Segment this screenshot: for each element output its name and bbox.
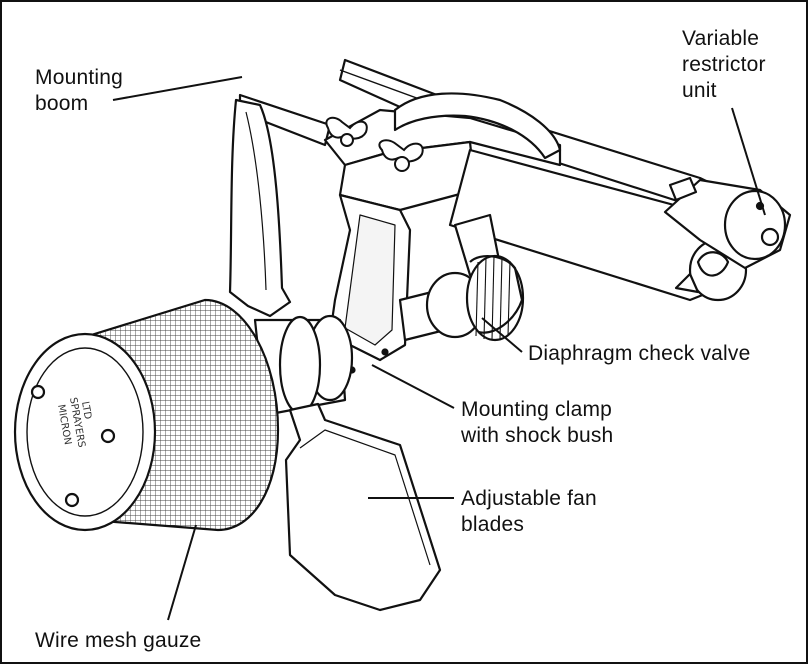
label-fan-blades-line-2: blades (461, 513, 525, 536)
label-check-valve-line-1: Diaphragm check valve (528, 342, 751, 365)
label-fan-blades-line-1: Adjustable fan (461, 487, 597, 510)
leader-restrictor (731, 107, 766, 216)
fan-blade-upper (228, 98, 292, 318)
label-mounting-boom-line-1: Mounting (35, 66, 123, 89)
fan-hub (253, 314, 354, 417)
restrictor-tube (448, 148, 792, 302)
label-mounting-boom: Mounting boom (35, 65, 123, 117)
leader-mounting-clamp (371, 364, 455, 409)
wing-nut-left-icon (325, 116, 368, 147)
label-adjustable-fan-blades: Adjustable fan blades (461, 486, 597, 538)
leader-mounting-boom (112, 76, 243, 101)
leader-check-valve (481, 317, 523, 353)
label-mounting-clamp: Mounting clamp with shock bush (461, 397, 613, 449)
label-variable-restrictor: Variable restrictor unit (682, 26, 766, 104)
label-restrictor-line-3: unit (682, 79, 717, 102)
diaphragm-check-valve (398, 213, 525, 342)
label-wire-mesh-gauze: Wire mesh gauze (35, 628, 201, 654)
mounting-bracket (328, 193, 412, 374)
wire-mesh-gauze (13, 298, 280, 532)
label-diaphragm-check-valve: Diaphragm check valve (528, 341, 750, 367)
label-restrictor-line-2: restrictor (682, 53, 766, 76)
nameplate-line-3: LTD (79, 401, 93, 421)
label-mounting-clamp-line-2: with shock bush (461, 424, 614, 447)
label-mounting-clamp-line-1: Mounting clamp (461, 398, 613, 421)
leader-gauze (167, 524, 197, 621)
label-mounting-boom-line-2: boom (35, 92, 89, 115)
label-gauze-line-1: Wire mesh gauze (35, 629, 202, 652)
label-restrictor-line-1: Variable (682, 27, 760, 50)
wing-nut-right-icon (378, 139, 424, 172)
leader-lines (112, 76, 766, 621)
fan-blade-lower (284, 402, 442, 612)
